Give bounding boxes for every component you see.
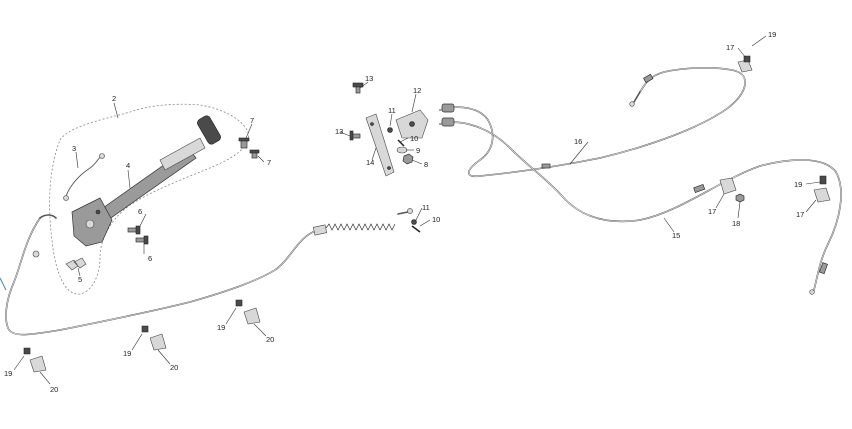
callout-18: 18 [732,219,740,228]
callout-7a: 7 [250,116,254,125]
callout-20a: 20 [50,385,58,394]
callout-8: 8 [424,160,428,169]
bolt-13-upper [352,82,364,94]
clamp-20-middle [141,325,167,351]
callout-20b: 20 [170,363,178,372]
cable-16-end [633,91,641,103]
equalizer-bracket-14 [365,113,395,177]
cable-end-ferrule [32,250,40,258]
callout-14: 14 [366,158,374,167]
clamp-20-right [235,299,261,325]
tension-spring-rod [312,208,413,236]
bolt-7-upper [238,137,250,149]
callout-6a: 6 [138,207,142,216]
bolt-13-lower [349,130,361,141]
callout-6b: 6 [148,254,152,263]
callout-13b: 13 [335,127,343,136]
callout-13a: 13 [365,74,373,83]
nut-11-lower [411,219,417,225]
callout-11a: 11 [388,106,396,115]
callout-16: 16 [574,137,582,146]
leader-lines [13,35,821,385]
clip-5 [65,257,87,271]
left-edge-cable [0,277,7,291]
brake-cable-16 [439,67,746,178]
clamp-20-left [23,347,47,373]
lever-assembly-outline [49,103,249,295]
callout-19e: 19 [217,323,225,332]
callout-20c: 20 [266,335,274,344]
callout-19d: 19 [123,349,131,358]
equalizer-plate-12 [395,109,429,139]
switch-wire [65,155,103,197]
callout-10b: 10 [432,215,440,224]
callout-12: 12 [413,86,421,95]
washer-9 [396,146,408,154]
primary-brake-cable [5,217,319,336]
clamp-17-middle [719,177,737,195]
bolt-6-lower [135,235,149,245]
bolt-7-lower [249,149,260,159]
clamp-17-right [813,175,831,203]
nut-11-upper [387,127,393,133]
callout-3: 3 [72,144,76,153]
pin-10-lower [411,225,421,233]
callout-19b: 19 [794,180,802,189]
callout-4: 4 [126,161,130,170]
callout-19c: 19 [4,369,12,378]
cable-15-ferrule [441,117,455,127]
callout-2: 2 [112,94,116,103]
callout-17c: 17 [796,210,804,219]
callout-10a: 10 [410,134,418,143]
callout-7b: 7 [267,158,271,167]
primary-cable-end [39,214,57,219]
callout-17a: 17 [726,43,734,52]
switch-connector [63,195,69,201]
hand-brake-lever [71,115,221,247]
pin-10-upper [397,139,405,147]
callout-15: 15 [672,231,680,240]
callout-11b: 11 [422,203,430,212]
cable-16-ferrule [441,103,455,113]
nut-18 [735,193,745,203]
callout-5: 5 [78,275,82,284]
callout-19a: 19 [768,30,776,39]
bolt-6-upper [127,225,141,235]
callout-9: 9 [416,146,420,155]
callout-17b: 17 [708,207,716,216]
clamp-17-top [737,55,753,73]
nut-8 [402,153,414,165]
